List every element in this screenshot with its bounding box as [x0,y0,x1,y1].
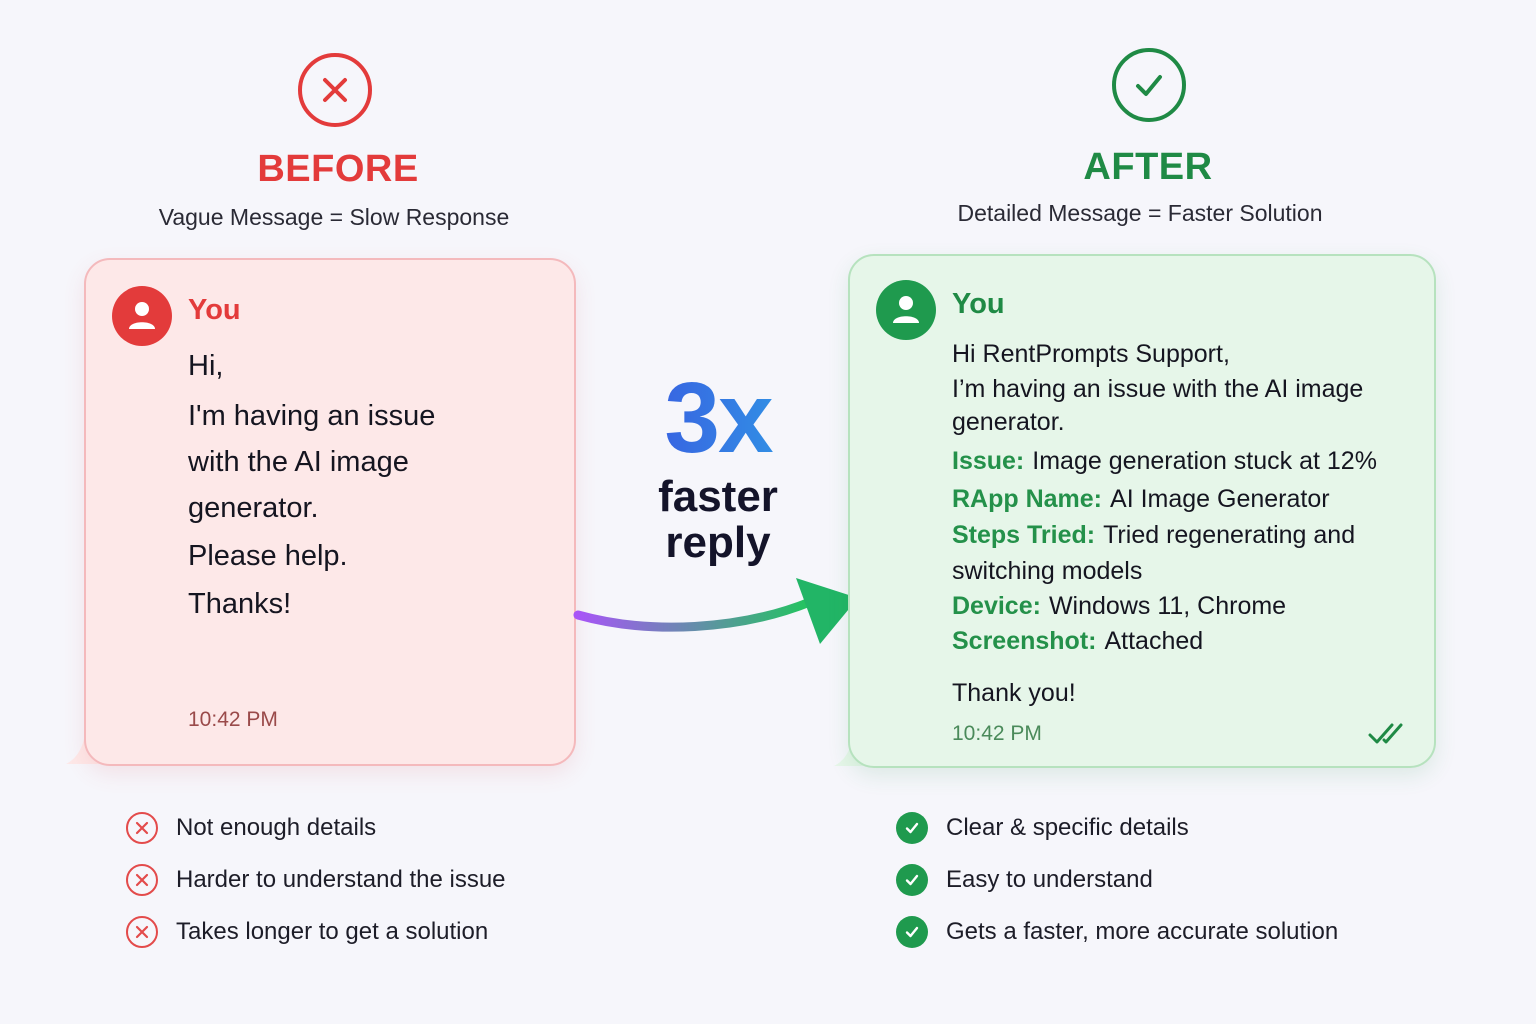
message-greeting: Hi RentPrompts Support, [952,340,1230,368]
field-issue: Issue:Image generation stuck at 12% [952,447,1377,475]
message-line: with the AI image [188,446,409,478]
check-circle-icon [896,812,928,844]
after-subtitle: Detailed Message = Faster Solution [957,200,1323,226]
list-item: Easy to understand [896,864,1153,896]
message-line: generator. [188,492,319,524]
avatar [112,286,172,346]
speed-multiplier: 3x [600,368,836,468]
check-circle-icon [1112,48,1186,122]
sender-name: You [188,294,241,326]
x-circle-icon [298,53,372,127]
double-check-icon [1368,723,1403,744]
check-circle-icon [896,864,928,896]
message-line: I'm having an issue [188,400,436,432]
speed-caption: faster reply [600,472,836,568]
field-device: Device:Windows 11, Chrome [952,592,1287,620]
after-title: AFTER [1083,146,1213,188]
list-item: Gets a faster, more accurate solution [896,916,1338,948]
before-subtitle: Vague Message = Slow Response [158,204,510,230]
avatar [876,280,936,340]
after-message-card: You Hi RentPrompts Support, I’m having a… [848,254,1436,768]
field-steps-tried: Steps Tried:Tried regenerating and [952,521,1356,549]
speed-caption-line-1: faster [658,472,778,521]
arrow-icon [573,578,858,644]
field-screenshot: Screenshot:Attached [952,627,1204,655]
field-rapp-name: RApp Name:AI Image Generator [952,485,1330,513]
message-line: Hi, [188,350,224,382]
check-circle-icon [896,916,928,948]
list-item: Takes longer to get a solution [126,916,488,948]
before-title: BEFORE [257,148,419,190]
message-intro: generator. [952,408,1065,436]
message-time: 10:42 PM [188,708,278,731]
field-steps-tried-cont: switching models [952,557,1143,585]
message-closing: Thank you! [952,679,1076,707]
list-item: Clear & specific details [896,812,1189,844]
x-circle-icon [126,864,158,896]
message-line: Thanks! [188,588,292,620]
list-item: Not enough details [126,812,376,844]
message-intro: I’m having an issue with the AI image [952,375,1364,403]
before-message-card: You Hi, I'm having an issue with the AI … [84,258,576,766]
message-line: Please help. [188,540,348,572]
x-circle-icon [126,812,158,844]
list-item: Harder to understand the issue [126,864,506,896]
sender-name: You [952,288,1005,320]
message-time: 10:42 PM [952,722,1042,745]
speed-caption-line-2: reply [665,518,771,568]
x-circle-icon [126,916,158,948]
